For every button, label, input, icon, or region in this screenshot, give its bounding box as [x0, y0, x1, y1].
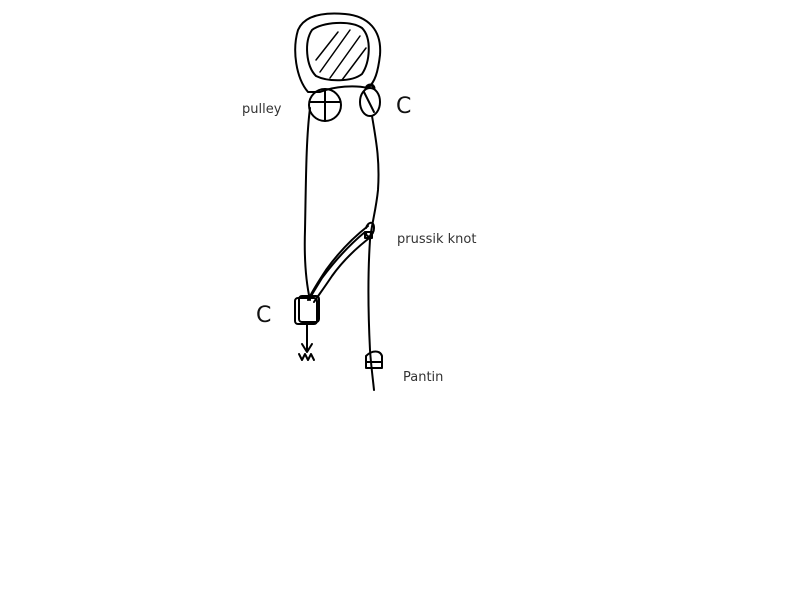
label-carabiner-top: C	[396, 94, 412, 119]
carabiner-top-icon	[359, 87, 381, 117]
label-prussik-knot: prussik knot	[397, 232, 477, 247]
label-pulley: pulley	[242, 102, 282, 117]
prussik-knot-icon	[365, 221, 375, 238]
anchor-rock	[306, 22, 370, 82]
label-pantin: Pantin	[403, 370, 444, 385]
load-icon	[298, 353, 315, 361]
pantin-icon	[365, 350, 383, 369]
label-carabiner-bottom: C	[256, 303, 272, 328]
anchor-sling	[294, 12, 382, 93]
arrow-down-icon	[301, 343, 313, 353]
rope-right	[367, 115, 380, 391]
rope-left	[303, 107, 311, 301]
